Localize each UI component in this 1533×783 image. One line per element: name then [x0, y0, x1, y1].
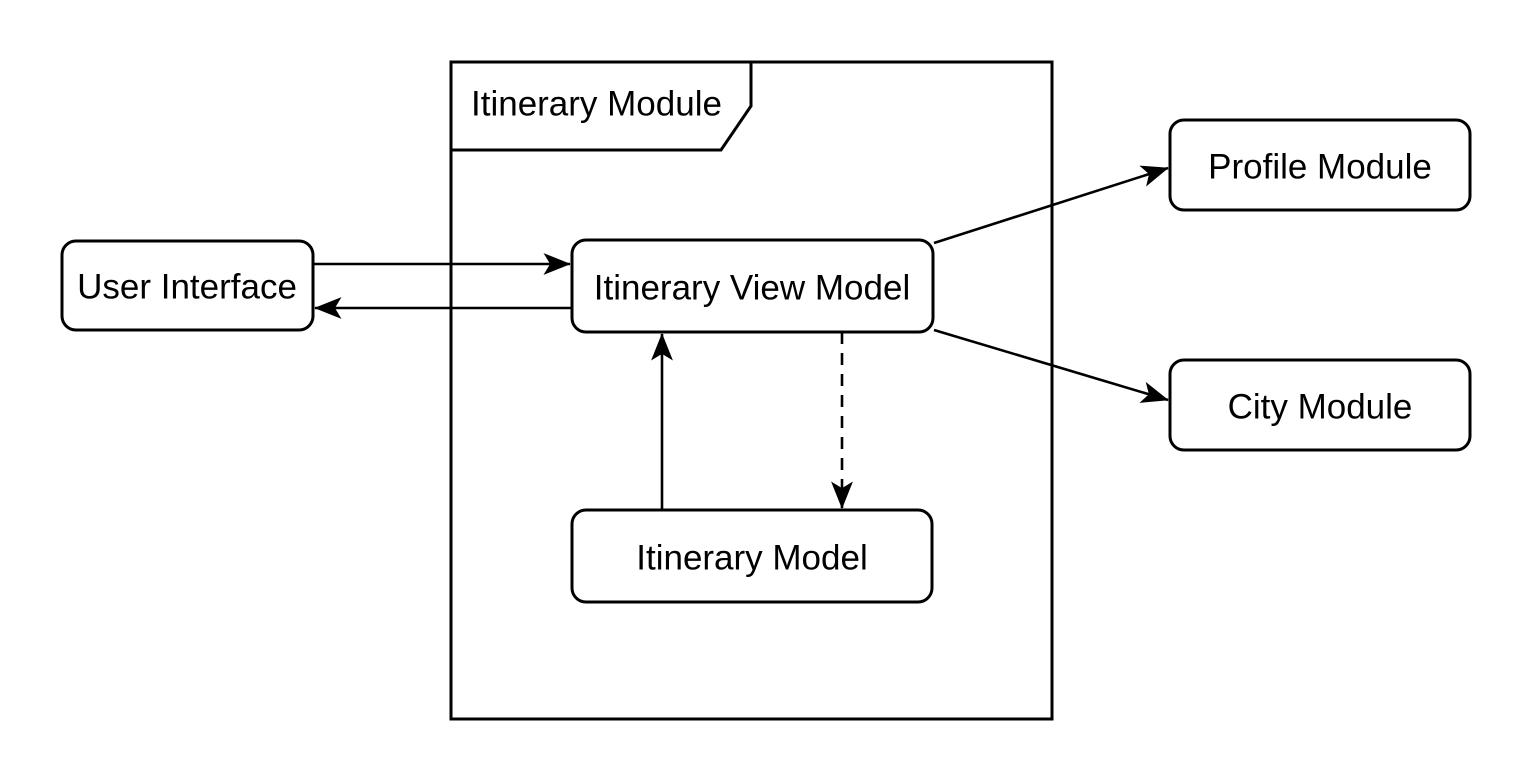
itinerary-view-model-box — [570, 238, 935, 334]
node-itinerary-view-model: Itinerary View Model — [570, 238, 935, 334]
node-user-interface: User Interface — [60, 239, 315, 332]
itinerary-module-tab — [451, 62, 753, 152]
edge-itinerary-view-model-to-city-module — [933, 328, 1169, 403]
itinerary-model-box — [570, 508, 934, 604]
user-interface-label: User Interface — [77, 268, 297, 307]
user-interface-box — [60, 239, 315, 332]
itinerary-model-label: Itinerary Model — [636, 539, 867, 578]
profile-module-box — [1168, 118, 1472, 212]
node-city-module: City Module — [1168, 358, 1472, 452]
edge-itinerary-view-model-to-profile-module — [933, 165, 1169, 245]
node-itinerary-model: Itinerary Model — [570, 508, 934, 604]
itinerary-view-model-label: Itinerary View Model — [594, 269, 910, 308]
itinerary-module-container — [449, 60, 1054, 721]
city-module-box — [1168, 358, 1472, 452]
itinerary-module-label: Itinerary Module — [471, 85, 722, 124]
node-profile-module: Profile Module — [1168, 118, 1472, 212]
city-module-label: City Module — [1228, 388, 1413, 427]
profile-module-label: Profile Module — [1208, 148, 1432, 187]
